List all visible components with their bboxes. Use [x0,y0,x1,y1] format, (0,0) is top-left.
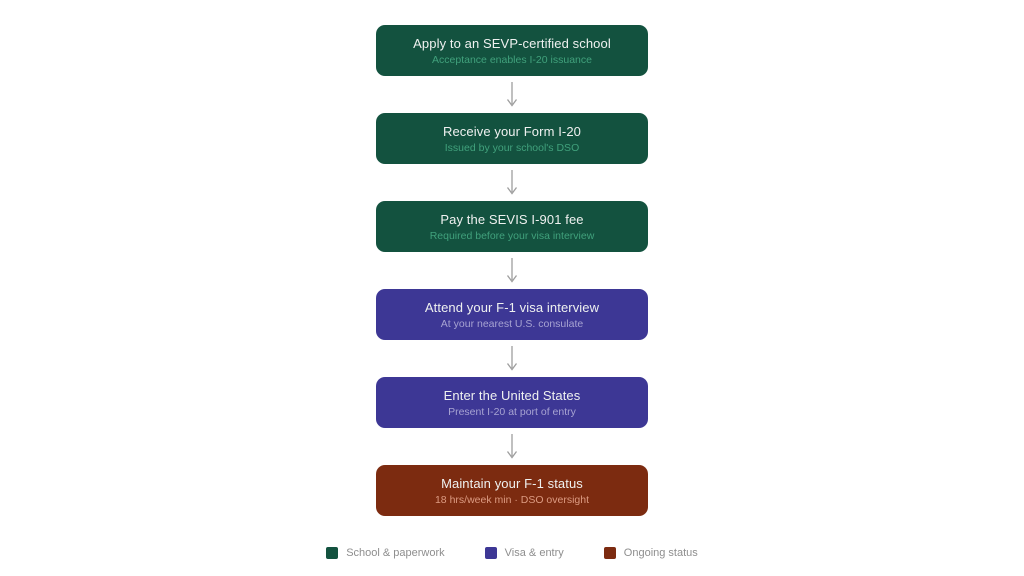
legend-swatch-visa [484,547,497,559]
legend-item-ongoing: Ongoing status [603,547,698,559]
step-title: Maintain your F-1 status [441,475,583,491]
down-arrow-icon [504,252,520,289]
step-subtitle: Required before your visa interview [429,229,595,242]
legend-swatch-school [326,547,339,559]
legend-swatch-ongoing [603,547,616,559]
step-title: Enter the United States [443,387,581,403]
step-pay-sevis-fee: Pay the SEVIS I-901 fee Required before … [376,201,648,252]
step-subtitle: At your nearest U.S. consulate [440,317,584,330]
legend-label: School & paperwork [346,547,445,559]
f1-visa-flowchart: Apply to an SEVP-certified school Accept… [376,25,648,516]
step-subtitle: Present I-20 at port of entry [448,405,576,418]
step-visa-interview: Attend your F-1 visa interview At your n… [376,289,648,340]
legend: School & paperwork Visa & entry Ongoing … [0,547,1024,559]
legend-item-visa: Visa & entry [484,547,564,559]
down-arrow-icon [504,76,520,113]
step-receive-i20: Receive your Form I-20 Issued by your sc… [376,113,648,164]
down-arrow-icon [504,340,520,377]
step-subtitle: Acceptance enables I-20 issuance [432,53,592,66]
legend-item-school: School & paperwork [326,547,445,559]
down-arrow-icon [504,164,520,201]
step-title: Pay the SEVIS I-901 fee [440,211,584,227]
step-title: Attend your F-1 visa interview [424,299,600,315]
legend-label: Ongoing status [623,547,698,559]
step-title: Receive your Form I-20 [442,123,582,139]
step-maintain-status: Maintain your F-1 status 18 hrs/week min… [376,465,648,516]
legend-label: Visa & entry [504,547,564,559]
step-title: Apply to an SEVP-certified school [413,35,611,51]
down-arrow-icon [504,428,520,465]
step-subtitle: 18 hrs/week min · DSO oversight [434,493,590,506]
step-apply-school: Apply to an SEVP-certified school Accept… [376,25,648,76]
step-enter-us: Enter the United States Present I-20 at … [376,377,648,428]
step-subtitle: Issued by your school's DSO [444,141,580,154]
